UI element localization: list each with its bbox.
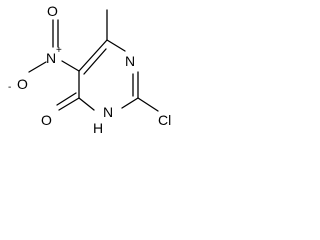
charge-nitro-nitrogen: + (56, 45, 62, 56)
bond-n3-c4 (78, 97, 95, 111)
atom-n-ring-upper: N (125, 53, 135, 69)
bond-c4-o-1 (58, 97, 80, 111)
atom-nh-hydrogen: H (93, 120, 103, 136)
bond-c5-c6-outer (78, 39, 108, 72)
bond-c6-n1 (106, 39, 126, 52)
atom-nitro-nitrogen: N (46, 50, 56, 66)
pyrimidine-ring-bonds (78, 39, 139, 111)
atom-chlorine: Cl (158, 112, 171, 128)
atom-nitro-oxygen-top: O (47, 3, 58, 19)
bond-c2-n3 (121, 97, 139, 109)
bond-c4-o-2 (56, 92, 77, 106)
charge-nitro-oxygen-left: - (8, 82, 11, 93)
bond-nitro-n-o-left (28, 61, 47, 73)
chemical-structure: N N H Cl O N + O O - (8, 3, 171, 136)
atom-labels: N N H Cl O N + O O - (8, 3, 171, 136)
atom-nitro-oxygen-left: O (17, 76, 28, 92)
bond-c5-c6-inner (83, 48, 107, 75)
atom-n-ring-lower: N (103, 104, 113, 120)
bond-c2-cl (137, 97, 159, 112)
atom-carbonyl-oxygen: O (41, 112, 52, 128)
bond-c5-nitro-n (61, 60, 80, 72)
substituent-bonds (28, 9, 159, 112)
